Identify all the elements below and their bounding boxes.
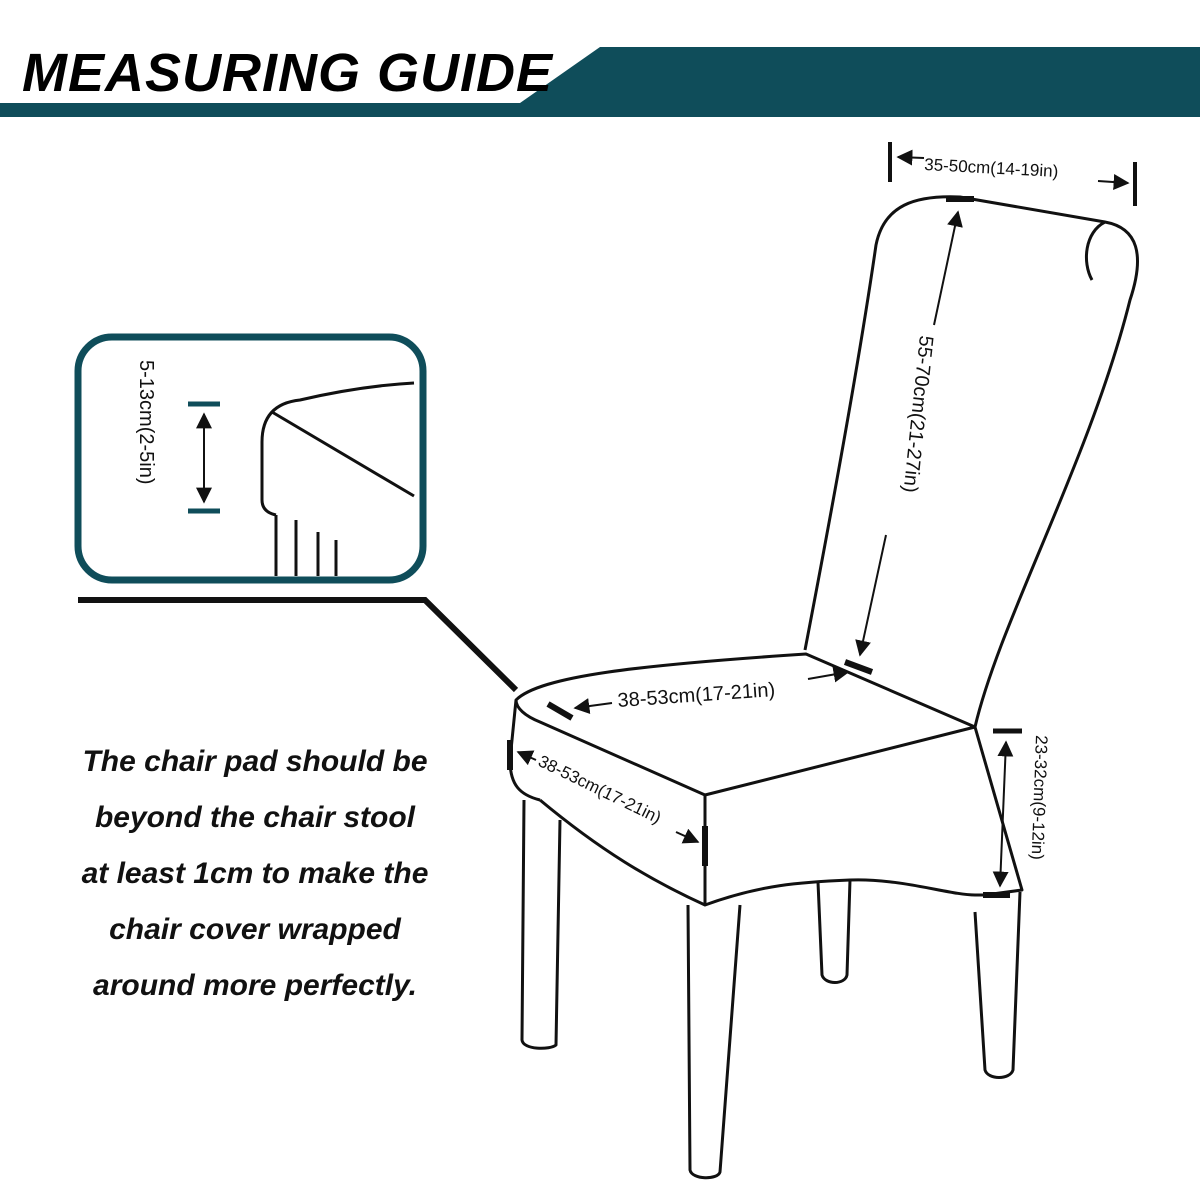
seat-width-dimension: 38-53cm(17-21in) [507,740,708,866]
inset-frame [74,333,427,584]
seat-skirt [539,726,1024,907]
header-band [0,47,1200,117]
seat-depth-label: 38-53cm(17-21in) [617,679,776,712]
header-title: MEASURING GUIDE [22,43,554,103]
backrest-height-arrow-bottom [855,534,887,657]
pad-thickness-label: 5-13cm(2-5in) [135,360,157,484]
seat-top [514,652,977,797]
backrest-width-dimension: 35-50cm(14-19in) [888,142,1137,206]
chair-illustration [508,195,1139,1180]
backrest-width-arrow-left [896,149,925,166]
backrest-height-arrow-top [933,210,963,326]
note-line: at least 1cm to make the [81,857,429,890]
inset-connector-line [78,597,519,693]
front-left-leg [520,799,562,1050]
seat-width-label: 38-53cm(17-21in) [535,752,664,828]
backrest-height-label: 55-70cm(21-27in) [899,334,937,493]
header-banner: MEASURING GUIDE [0,43,1200,117]
backrest-width-label: 35-50cm(14-19in) [924,155,1059,181]
note-line: beyond the chair stool [94,801,416,834]
backrest-height-dimension: 55-70cm(21-27in) [843,196,974,675]
seat-height-label: 23-32cm(9-12in) [1028,735,1051,860]
inset-seat-top-edge [260,381,415,500]
seat-depth-left-tick [546,701,574,721]
seat-width-arrow-right [675,828,700,844]
chair-pad-note: The chair pad should be beyond the chair… [30,734,480,1014]
note-line: chair cover wrapped [109,913,401,946]
front-right-leg [686,904,742,1180]
inset-seat-side-edge [271,410,415,498]
seat-width-arrow-left [516,750,537,766]
back-right-leg [973,891,1022,1079]
seat-depth-dimension: 38-53cm(17-21in) [546,666,850,721]
inset-legs [274,515,338,576]
backrest-outline [803,195,1139,728]
back-left-leg [816,879,852,984]
seat-height-dimension: 23-32cm(9-12in) [983,728,1051,898]
pad-thickness-inset: 5-13cm(2-5in) [74,333,427,584]
note-line: around more perfectly. [93,969,417,1002]
backrest-width-arrow-right [1097,174,1130,191]
backrest-top-curve [1084,220,1106,281]
note-line: The chair pad should be [82,745,428,778]
seat-height-arrow [992,740,1014,888]
backrest-height-bottom-tick [843,659,874,675]
inset-seat-bottom [260,499,277,517]
seat-depth-arrow-left [573,698,613,714]
seat-depth-arrow-right [807,666,850,683]
